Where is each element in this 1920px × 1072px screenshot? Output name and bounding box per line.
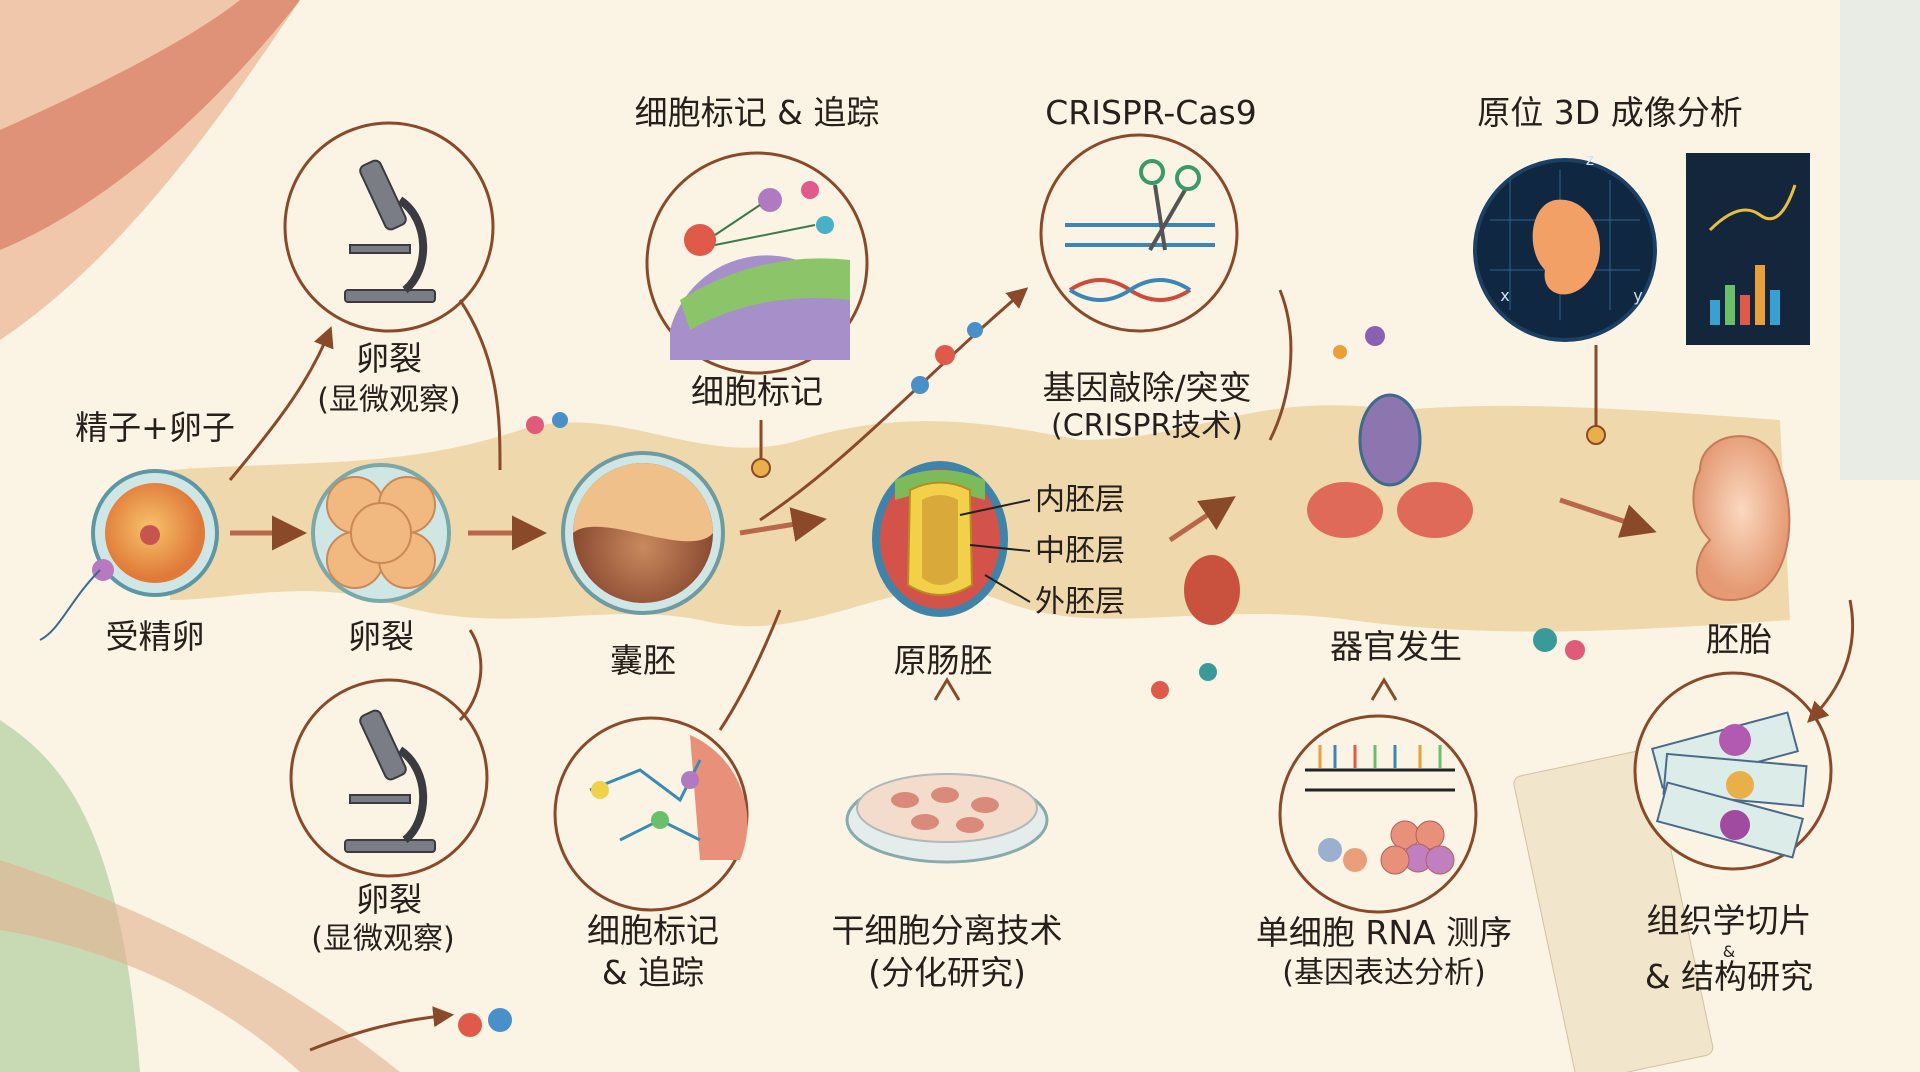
cell-tracking-subtitle: & 追踪 [601, 952, 705, 992]
scissors-dna-icon [1065, 159, 1215, 302]
microscope-icon [344, 709, 436, 853]
embryo-icon [1692, 435, 1791, 602]
label-endoderm: 内胚层 [1035, 482, 1125, 518]
cell-lineage-icon [670, 181, 850, 360]
cell-labeling-title: 细胞标记 [691, 371, 823, 411]
callout-scrna [1278, 714, 1478, 914]
label-blastocyst: 囊胚 [610, 640, 676, 680]
stem-cell-subtitle: (分化研究) [868, 952, 1026, 992]
scrna-title: 单细胞 RNA 测序 [1255, 912, 1513, 952]
petri-dish-icon [845, 773, 1049, 864]
cell-tracking-icon [589, 735, 748, 860]
top-microscopy-subtitle: (显微观察) [317, 382, 461, 418]
crispr-subtitle: (CRISPR技术) [1050, 408, 1244, 444]
label-cleavage: 卵裂 [348, 616, 414, 656]
axis-x-label: x [1500, 286, 1510, 306]
histology-amp: & [1722, 942, 1736, 962]
axis-z-label: z [1585, 150, 1595, 170]
molecule-icons [458, 322, 1585, 1037]
label-gametes: 精子+卵子 [75, 407, 235, 447]
bottom-microscopy-subtitle: (显微观察) [311, 921, 455, 957]
microscope-icon [344, 159, 436, 303]
label-ectoderm: 外胚层 [1035, 584, 1125, 620]
sequencing-icon [1305, 745, 1455, 875]
lab-glass-right [1840, 0, 1920, 480]
callout-crispr [1039, 133, 1239, 333]
cell-tracking-title: 细胞标记 [587, 910, 719, 950]
crispr-heading: CRISPR-Cas9 [1045, 92, 1257, 132]
histology-title: 组织学切片 [1646, 900, 1812, 940]
bottom-microscopy-title: 卵裂 [356, 879, 422, 919]
crispr-title: 基因敲除/突变 [1042, 367, 1252, 407]
organogenesis-icon [1184, 393, 1473, 625]
axis-y-label: y [1633, 286, 1643, 306]
vessel-top-left [0, 0, 300, 340]
stem-cell-title: 干细胞分离技术 [831, 910, 1063, 950]
imaging-heading: 原位 3D 成像分析 [1477, 92, 1743, 132]
label-mesoderm: 中胚层 [1035, 533, 1125, 569]
label-zygote: 受精卵 [105, 616, 205, 656]
label-embryo: 胚胎 [1706, 619, 1772, 659]
top-microscopy-title: 卵裂 [356, 338, 422, 378]
3d-embryo-scan-icon [1473, 153, 1810, 345]
cell-labeling-heading: 细胞标记 & 追踪 [634, 92, 880, 132]
histology-subtitle: & 结构研究 [1644, 956, 1814, 996]
slides-icon [1650, 711, 1808, 859]
scrna-subtitle: (基因表达分析) [1282, 955, 1486, 991]
label-gastrula: 原肠胚 [893, 640, 993, 680]
label-organogenesis: 器官发生 [1330, 626, 1462, 666]
